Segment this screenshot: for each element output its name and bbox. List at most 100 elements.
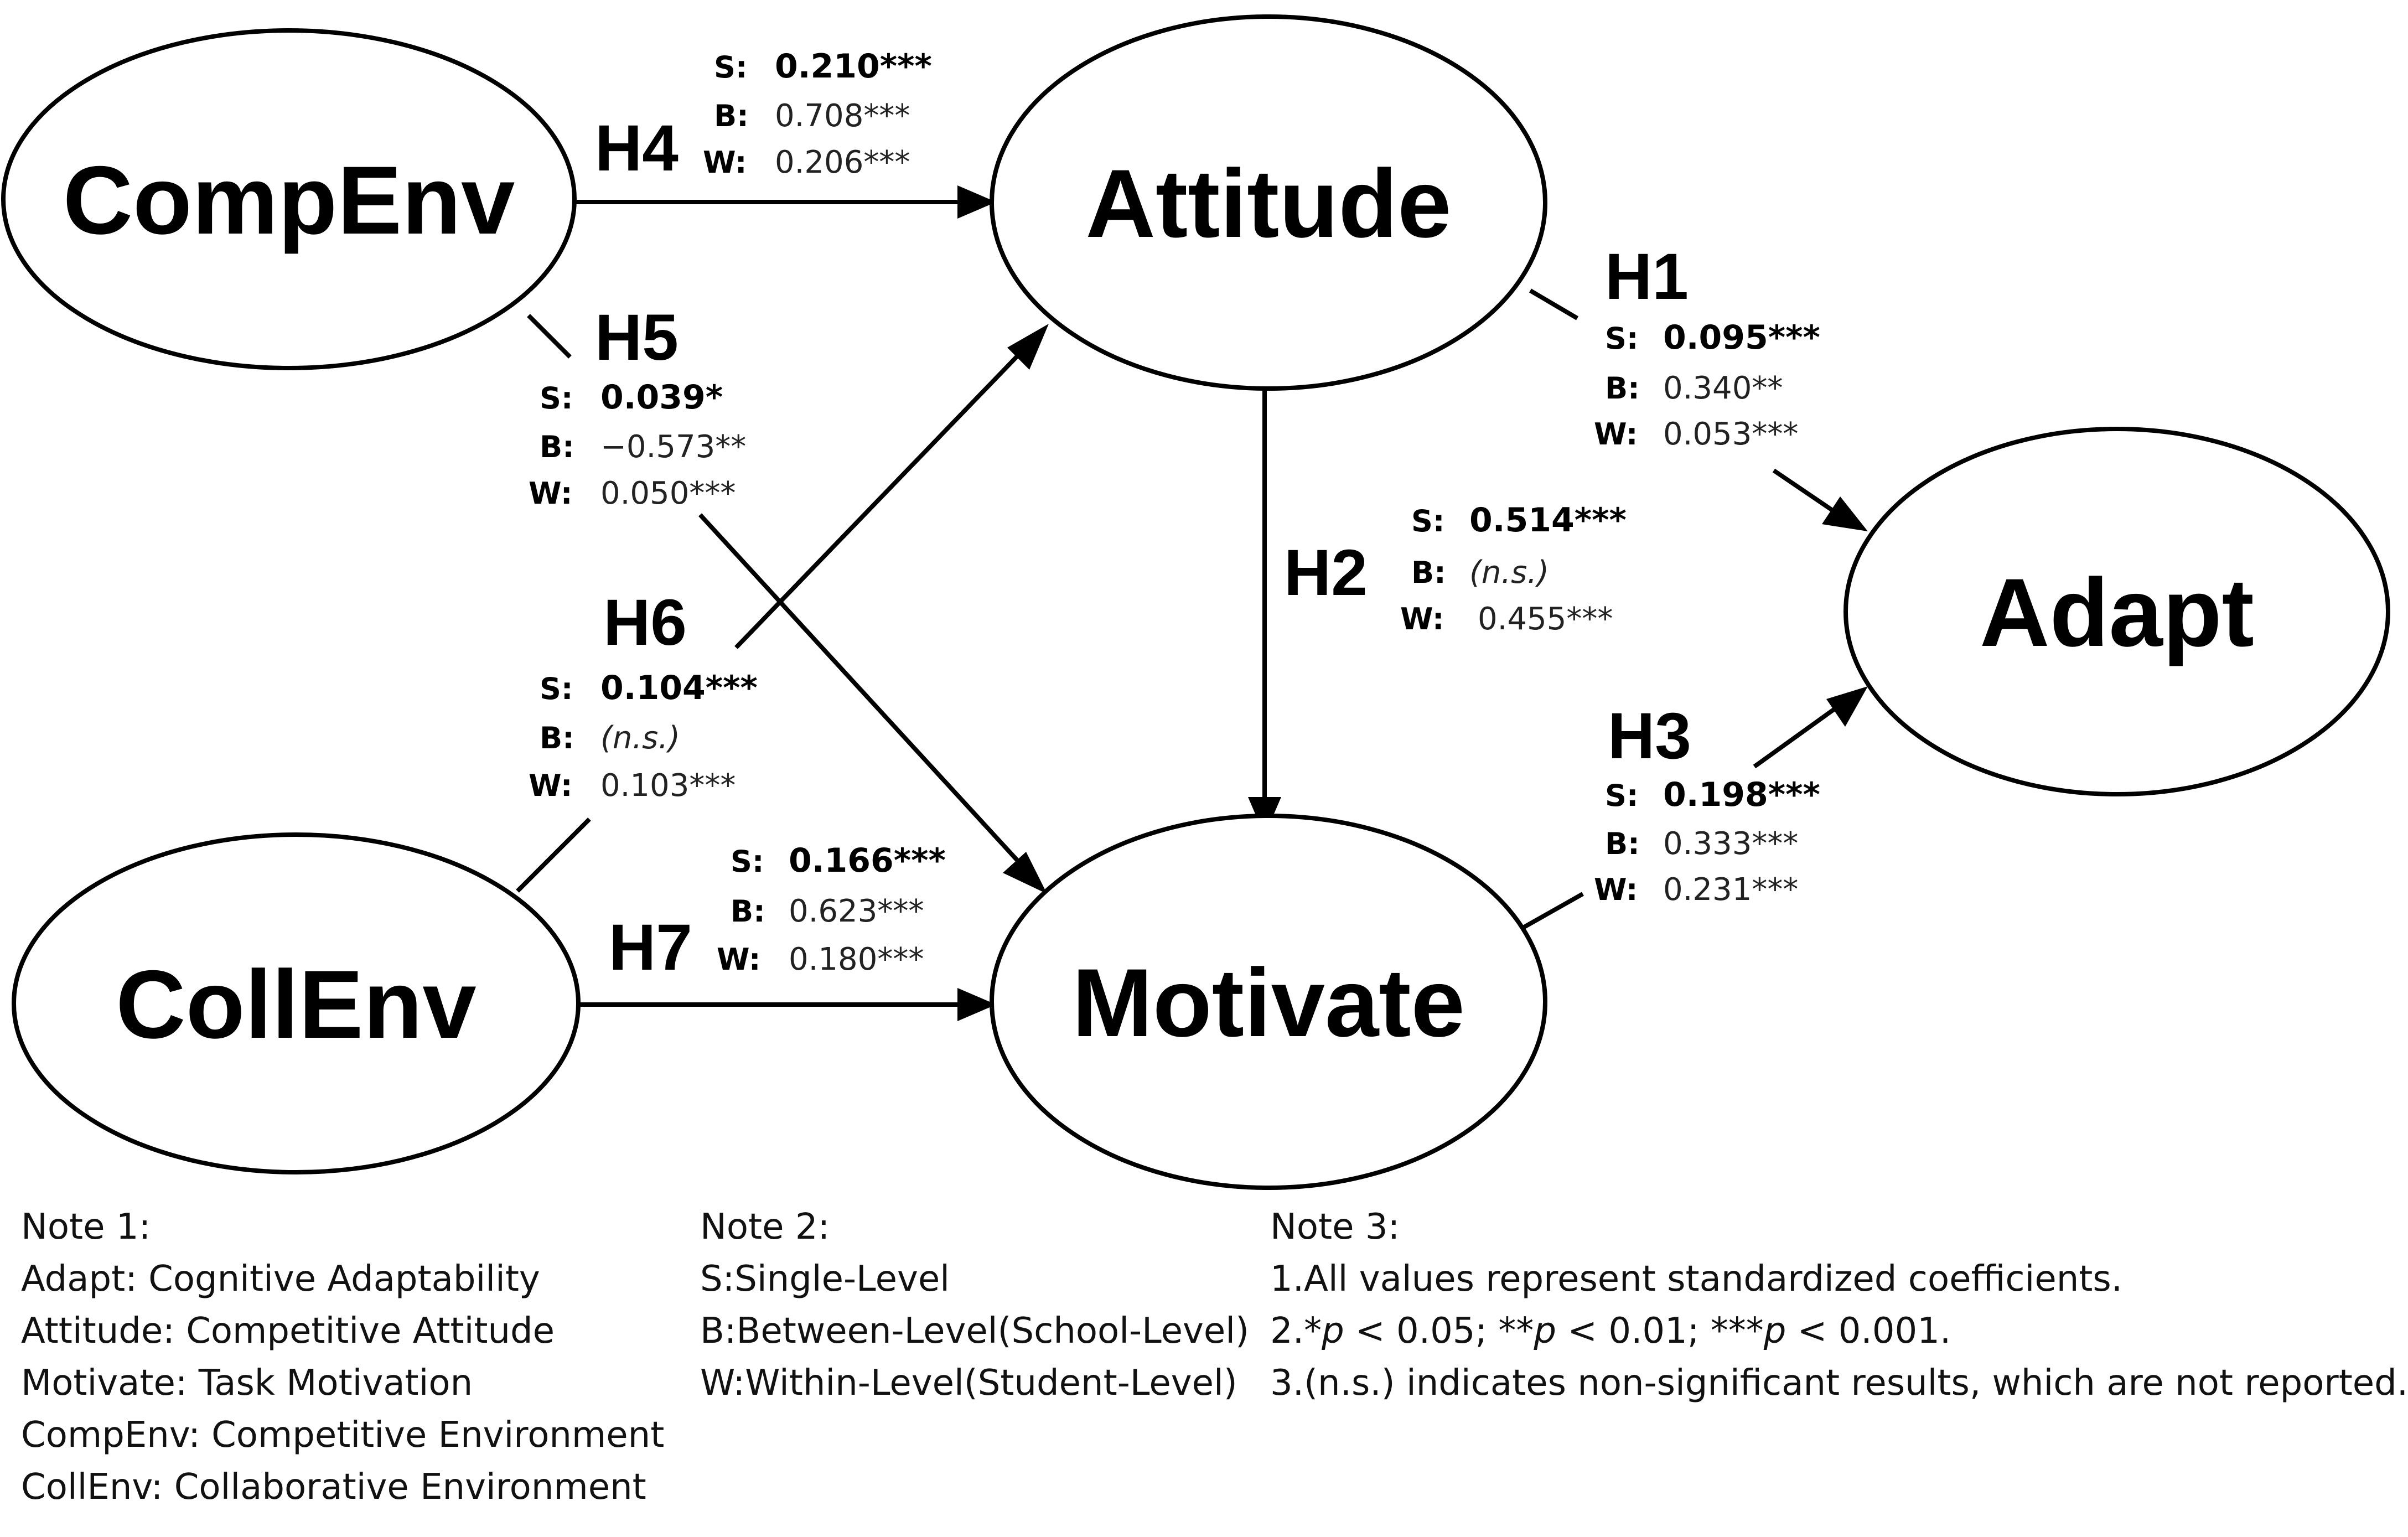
arrowhead-h4 <box>957 185 996 219</box>
collenv-ellipse <box>12 832 581 1174</box>
key-b: B: <box>714 99 749 133</box>
path-label-h3: H3 S: 0.198*** B: 0.333*** W: 0.231*** <box>1594 700 1820 908</box>
note-2-line: S:Single-Level <box>700 1259 950 1300</box>
sig-p: p <box>1534 1311 1557 1352</box>
node-adapt: Adapt <box>1843 427 2390 796</box>
notes-section: Note 1: Adapt: Cognitive Adaptability At… <box>0 1201 2408 1533</box>
sig-p: p <box>1322 1311 1344 1352</box>
note-3-line: 1.All values represent standardized coef… <box>1270 1259 2123 1300</box>
note-1-title: Note 1: <box>21 1207 151 1248</box>
hypothesis-h7: H7 <box>609 911 692 984</box>
arrowhead-h1 <box>1822 496 1868 531</box>
key-s: S: <box>540 671 573 706</box>
note-2: Note 2: S:Single-Level B:Between-Level(S… <box>700 1201 1249 1409</box>
key-b: B: <box>540 429 574 464</box>
note-3-line: 3.(n.s.) indicates non-significant resul… <box>1270 1363 2408 1404</box>
path-label-h7: H7 S: 0.166*** B: 0.623*** W: 0.180*** <box>609 841 946 984</box>
key-s: S: <box>731 844 764 879</box>
sig-text: < 0.01; *** <box>1556 1311 1764 1352</box>
note-3: Note 3: 1.All values represent standardi… <box>1270 1201 2408 1409</box>
coef-h4-w: 0.206*** <box>775 144 910 180</box>
coef-h1-w: 0.053*** <box>1663 416 1798 452</box>
coef-h7-w: 0.180*** <box>789 941 924 977</box>
sig-text: < 0.001. <box>1786 1311 1951 1352</box>
key-w: W: <box>529 768 573 803</box>
key-w: W: <box>703 145 747 180</box>
path-label-h4: H4 S: 0.210*** B: 0.708*** W: 0.206*** <box>595 47 932 185</box>
edge-h3-start <box>1518 892 1584 932</box>
coef-h5-b: −0.573** <box>600 429 746 465</box>
adapt-ellipse <box>1843 427 2390 796</box>
path-label-h2: H2 S: 0.514*** B: (n.s.) W: 0.455*** <box>1284 501 1627 637</box>
coef-h2-b: (n.s.) <box>1469 555 1549 591</box>
path-label-h5: H5 S: 0.039* B: −0.573** W: 0.050*** <box>529 301 746 511</box>
key-s: S: <box>1605 321 1639 356</box>
coef-h4-b: 0.708*** <box>775 98 910 134</box>
edge-h6-end <box>734 330 1042 649</box>
note-3-title: Note 3: <box>1270 1207 1400 1248</box>
note-1: Note 1: Adapt: Cognitive Adaptability At… <box>21 1201 664 1513</box>
coef-h6-s: 0.104*** <box>600 669 758 707</box>
sig-prefix: 2.* <box>1270 1311 1322 1352</box>
key-b: B: <box>540 721 574 755</box>
key-w: W: <box>1594 872 1638 907</box>
key-b: B: <box>1411 555 1446 590</box>
key-w: W: <box>1400 602 1444 636</box>
edge-h5-start <box>527 314 572 359</box>
coef-h4-s: 0.210*** <box>775 47 932 86</box>
coef-h2-w: 0.455*** <box>1478 601 1613 637</box>
edges <box>516 185 1868 1021</box>
key-b: B: <box>1605 371 1640 406</box>
note-1-line: CollEnv: Collaborative Environment <box>21 1467 646 1508</box>
arrowhead-h6 <box>1007 324 1049 370</box>
coef-h3-b: 0.333*** <box>1663 826 1798 862</box>
motivate-label: Motivate <box>1072 949 1465 1057</box>
sig-p: p <box>1763 1311 1786 1352</box>
key-s: S: <box>1411 504 1445 539</box>
key-s: S: <box>714 50 748 85</box>
arrowhead-h3 <box>1826 686 1868 727</box>
adapt-label: Adapt <box>1980 559 2254 667</box>
sig-text: < 0.05; ** <box>1344 1311 1534 1352</box>
edge-h3-end <box>1753 701 1845 769</box>
compenv-label: CompEnv <box>63 147 515 255</box>
coef-h1-b: 0.340** <box>1663 370 1783 406</box>
note-2-line: W:Within-Level(Student-Level) <box>700 1363 1237 1404</box>
coef-h5-s: 0.039* <box>600 378 723 417</box>
path-label-h6: H6 S: 0.104*** B: (n.s.) W: 0.103*** <box>529 586 758 804</box>
attitude-ellipse <box>990 14 1547 391</box>
coef-h6-w: 0.103*** <box>600 768 736 804</box>
key-s: S: <box>1605 778 1639 813</box>
coef-h3-w: 0.231*** <box>1663 872 1798 908</box>
compenv-ellipse <box>1 28 577 370</box>
note-1-line: Adapt: Cognitive Adaptability <box>21 1259 540 1300</box>
coef-h6-b: (n.s.) <box>600 720 680 756</box>
key-b: B: <box>1605 826 1640 861</box>
hypothesis-h5: H5 <box>595 301 679 374</box>
key-b: B: <box>731 894 765 929</box>
coef-h2-s: 0.514*** <box>1469 501 1627 540</box>
note-1-line: CompEnv: Competitive Environment <box>21 1415 665 1456</box>
collenv-label: CollEnv <box>116 951 476 1059</box>
key-w: W: <box>529 476 573 511</box>
coef-h5-w: 0.050*** <box>600 475 736 511</box>
key-s: S: <box>540 381 573 416</box>
arrowhead-h7 <box>957 988 996 1021</box>
attitude-label: Attitude <box>1086 150 1452 258</box>
hypothesis-h4: H4 <box>595 112 679 185</box>
coef-h3-s: 0.198*** <box>1663 775 1820 814</box>
edge-h5-end <box>698 513 1042 887</box>
path-label-h1: H1 S: 0.095*** B: 0.340** W: 0.053*** <box>1594 240 1820 452</box>
coef-h7-s: 0.166*** <box>789 841 946 880</box>
hypothesis-h3: H3 <box>1608 700 1691 773</box>
key-w: W: <box>1594 417 1638 452</box>
edge-h1-start <box>1529 288 1579 320</box>
node-collenv: CollEnv <box>12 832 581 1174</box>
node-compenv: CompEnv <box>1 28 577 370</box>
key-w: W: <box>717 942 761 977</box>
coef-h1-s: 0.095*** <box>1663 318 1820 357</box>
node-motivate: Motivate <box>990 814 1547 1190</box>
note-3-significance: 2.*p < 0.05; **p < 0.01; ***p < 0.001. <box>1270 1305 2408 1357</box>
note-2-line: B:Between-Level(School-Level) <box>700 1311 1249 1352</box>
